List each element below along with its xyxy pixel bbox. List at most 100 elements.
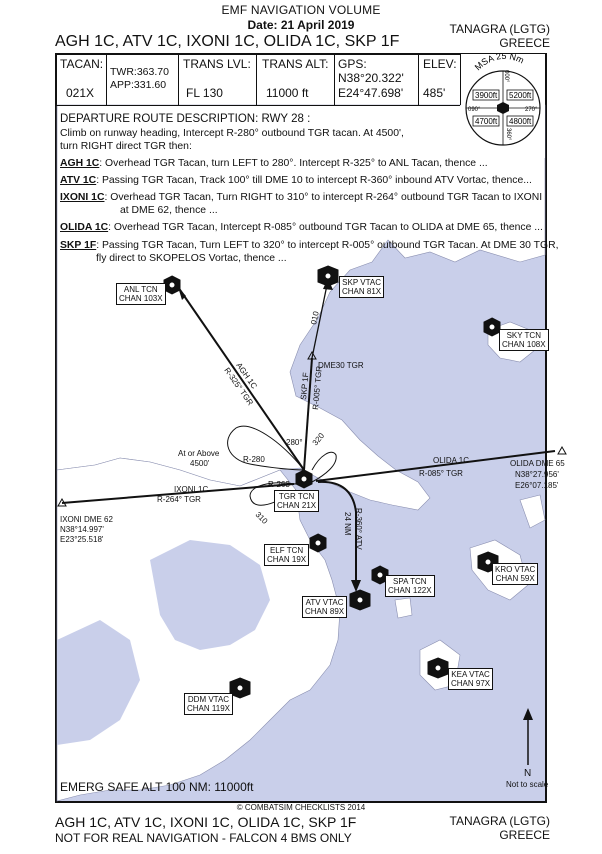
navaid-channel: CHAN 97X: [451, 679, 491, 688]
ixoni-triangle: [57, 497, 67, 507]
route-agh1c-desc: AGH 1C: Overhead TGR Tacan, turn LEFT to…: [60, 157, 540, 170]
r263-label: R-263: [268, 480, 290, 489]
atv-vortac-symbol: [349, 589, 371, 611]
route-ixoni1c: [61, 483, 295, 504]
navaid-name: SKP VTAC: [342, 278, 381, 287]
info-divider-1: [106, 53, 107, 105]
route-ixoni1c-cont: at DME 62, thence ...: [120, 205, 218, 217]
skp-route-label: SKP 1F: [299, 372, 310, 400]
route-name: IXONI 1C: [60, 192, 105, 204]
anl-tacan-symbol: [163, 275, 181, 295]
info-divider-2: [178, 53, 179, 105]
gps-lat: N38°20.322': [338, 71, 404, 85]
olida-lat: N38°27.956': [515, 470, 559, 479]
departure-heading: DEPARTURE ROUTE DESCRIPTION: RWY 28 :: [60, 113, 311, 125]
elev-label: ELEV:: [423, 57, 457, 71]
navaid-name: ANL TCN: [123, 285, 158, 294]
airport-name: TANAGRA (LGTG): [449, 22, 550, 36]
info-row-bottom: [55, 105, 460, 106]
ixoni-name: IXONI DME 62: [60, 515, 113, 524]
gulf-south: [57, 620, 140, 745]
r005-label: R-005° TGR: [311, 365, 324, 410]
msa-nw: 3900ft: [475, 91, 498, 100]
sky-tacan-symbol: [483, 317, 501, 337]
h280-label: 280°: [286, 438, 303, 447]
navaid-name: KRO VTAC: [495, 565, 536, 574]
date-label: Date:: [247, 18, 278, 32]
navaid-name: TGR TCN: [278, 492, 315, 501]
h010-label: 010: [309, 310, 321, 325]
copyright: © COMBATSIM CHECKLISTS 2014: [236, 803, 366, 812]
footer-airport: TANAGRA (LGTG): [449, 814, 550, 828]
date-value: 21 April 2019: [280, 18, 355, 32]
svg-text:MSA 25 Nm: MSA 25 Nm: [473, 54, 526, 72]
navaid-channel: CHAN 81X: [342, 287, 382, 296]
elev-value: 485': [423, 86, 446, 100]
turn-320: [311, 451, 337, 483]
ddm-vortac-symbol: [229, 677, 251, 699]
island-small-2: [394, 597, 413, 619]
navaid-name: KEA VTAC: [451, 670, 490, 679]
skp-vortac-symbol: [317, 265, 339, 287]
r264-label: R-264° TGR: [157, 495, 201, 504]
departure-loop: [227, 425, 305, 471]
route-agh1c: [177, 286, 305, 471]
info-divider-5: [418, 53, 419, 105]
route-skp1f-desc: SKP 1F: Passing TGR Tacan, Turn LEFT to …: [60, 239, 558, 252]
volume-title: EMF NAVIGATION VOLUME: [221, 3, 381, 17]
msa-sw: 4700ft: [475, 117, 498, 126]
dme30-triangle: [307, 350, 317, 360]
olida-route-label: OLIDA 1C: [433, 456, 469, 465]
at-or-above-label: At or Above: [178, 449, 220, 458]
msa-center-icon: [497, 102, 509, 114]
alt-4500-label: 4500': [190, 459, 210, 468]
app-freq: APP:331.60: [110, 79, 167, 91]
msa-b270: 270°: [525, 107, 538, 113]
route-name: SKP 1F: [60, 239, 97, 251]
route-name: OLIDA 1C: [60, 222, 109, 234]
trans-alt-value: 11000 ft: [266, 86, 309, 100]
info-divider-3: [256, 53, 257, 105]
navaid-channel: CHAN 89X: [305, 607, 345, 616]
route-text: : Passing TGR Tacan, Turn LEFT to 320° t…: [96, 239, 559, 251]
msa-ne: 5200ft: [509, 91, 532, 100]
gps-lon: E24°47.698': [338, 86, 404, 100]
msa-b090: 090°: [468, 107, 481, 113]
footer-airport-block: TANAGRA (LGTG) GREECE: [450, 814, 550, 842]
navaid-name: SKY TCN: [506, 331, 541, 340]
route-text: : Overhead TGR Tacan, turn LEFT to 280°.…: [99, 157, 488, 169]
route-name: AGH 1C: [60, 157, 100, 169]
route-atv1c: [317, 480, 357, 582]
olida-triangle: [557, 445, 567, 455]
elf-tacan-symbol: [309, 533, 327, 553]
tacan-value: 021X: [66, 86, 95, 100]
departure-description: DEPARTURE ROUTE DESCRIPTION: RWY 28 : Cl…: [60, 113, 558, 265]
island-small-1: [519, 494, 546, 529]
navaid-name: SPA TCN: [393, 577, 427, 586]
route-skp1f-cont: fly direct to SKOPELOS Vortac, thence ..…: [96, 252, 287, 264]
route-ixoni1c-desc: IXONI 1C: Overhead TGR Tacan, Turn RIGHT…: [60, 191, 542, 204]
route-text: : Passing TGR Tacan, Track 100° till DME…: [96, 174, 532, 186]
kea-vortac-symbol: [427, 657, 449, 679]
north-arrow-head: [523, 708, 533, 720]
footer-country: GREECE: [499, 828, 550, 842]
info-divider-6: [460, 53, 461, 105]
dme30-label: DME30 TGR: [318, 361, 364, 370]
trans-lvl-label: TRANS LVL:: [183, 57, 251, 71]
route-skp1f-leg2: [311, 279, 329, 359]
north-label: N: [524, 768, 531, 779]
navaid-channel: CHAN 119X: [187, 704, 230, 713]
info-divider-4: [334, 53, 335, 105]
gulf-area: [150, 540, 270, 650]
r085-label: R-085° TGR: [419, 469, 463, 478]
twr-freq: TWR:363.70: [110, 66, 169, 78]
footer-disclaimer: NOT FOR REAL NAVIGATION - FALCON 4 BMS O…: [55, 831, 352, 845]
r280-label: R-280: [243, 455, 265, 464]
